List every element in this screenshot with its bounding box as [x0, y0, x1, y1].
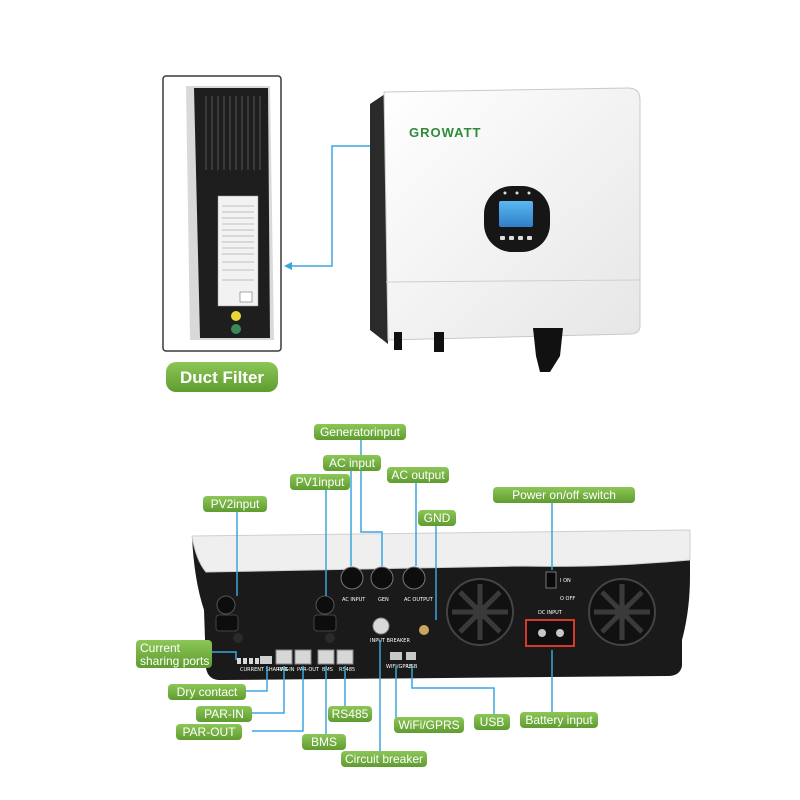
- label-current-sharing-line2: sharing ports: [140, 654, 209, 668]
- svg-text:BMS: BMS: [322, 667, 333, 673]
- svg-text:I ON: I ON: [560, 578, 571, 584]
- svg-text:PV2input: PV2input: [211, 497, 260, 511]
- svg-text:PAR-IN: PAR-IN: [204, 707, 244, 721]
- label-generator-input: Generatorinput: [314, 424, 406, 440]
- svg-text:AC input: AC input: [329, 456, 376, 470]
- duct-pointer-line: [286, 145, 380, 267]
- svg-text:PAR-OUT: PAR-OUT: [297, 667, 320, 673]
- label-circuit-breaker: Circuit breaker: [341, 751, 427, 767]
- callout-labels: Generatorinput AC input AC output PV1inp…: [136, 424, 635, 767]
- label-bms: BMS: [302, 734, 346, 750]
- label-rs485: RS485: [328, 706, 372, 722]
- svg-text:PAR-OUT: PAR-OUT: [182, 725, 236, 739]
- duct-filter-text: Duct Filter: [180, 368, 264, 387]
- fan-left-icon: [446, 578, 514, 646]
- label-pv2-input: PV2input: [203, 496, 267, 512]
- pv1-connector: [313, 595, 337, 643]
- green-sticker-icon: [231, 324, 241, 334]
- svg-text:WiFi/GPRS: WiFi/GPRS: [398, 718, 459, 732]
- brand-logo-text: GROWATT: [409, 125, 481, 140]
- vent-grille: [205, 96, 261, 170]
- svg-text:RS485: RS485: [339, 667, 355, 673]
- fan-right-icon: [588, 578, 656, 646]
- leader-lines: [212, 439, 553, 758]
- svg-text:PAR-IN: PAR-IN: [278, 667, 295, 673]
- label-current-sharing-line1: Current: [140, 641, 181, 655]
- svg-text:GEN: GEN: [378, 597, 389, 603]
- label-par-out: PAR-OUT: [176, 724, 242, 740]
- ac-input-port: [340, 566, 364, 590]
- dry-contact-port: [260, 656, 272, 664]
- par-out-port: [294, 649, 312, 665]
- svg-text:RS485: RS485: [332, 707, 369, 721]
- label-usb: USB: [474, 714, 510, 730]
- svg-text:AC OUTPUT: AC OUTPUT: [404, 597, 434, 603]
- duct-filter-inset: [162, 75, 282, 352]
- svg-text:INPUT BREAKER: INPUT BREAKER: [370, 638, 410, 644]
- spec-sticker: [217, 195, 259, 307]
- svg-text:DC INPUT: DC INPUT: [538, 610, 563, 616]
- battery-terminal: [525, 619, 575, 647]
- inverter-front: GROWATT: [370, 87, 641, 372]
- label-wifi-gprs: WiFi/GPRS: [394, 717, 464, 733]
- pv2-connector: [215, 595, 243, 643]
- usb-port: [406, 652, 416, 660]
- duct-filter-label: Duct Filter: [166, 362, 278, 392]
- bms-port: [317, 649, 335, 665]
- label-gnd: GND: [418, 510, 456, 526]
- svg-text:WIFI/GPRS: WIFI/GPRS: [386, 664, 412, 670]
- svg-text:Battery input: Battery input: [525, 713, 593, 727]
- svg-text:Circuit breaker: Circuit breaker: [345, 752, 423, 766]
- svg-text:Dry contact: Dry contact: [177, 685, 238, 699]
- yellow-sticker-icon: [231, 311, 241, 321]
- svg-text:O OFF: O OFF: [560, 596, 575, 602]
- label-par-in: PAR-IN: [196, 706, 252, 722]
- arrow-left-icon: [284, 262, 292, 270]
- gen-port: [370, 566, 394, 590]
- label-pv1-input: PV1input: [290, 474, 350, 490]
- label-current-sharing: Current sharing ports: [136, 640, 212, 668]
- lcd-screen: [499, 201, 533, 227]
- power-switch: [545, 571, 557, 589]
- svg-text:CURRENT SHARING: CURRENT SHARING: [240, 667, 289, 673]
- svg-text:PV1input: PV1input: [296, 475, 345, 489]
- wifi-port: [390, 652, 402, 660]
- label-ac-input: AC input: [323, 455, 381, 471]
- rs485-port: [336, 649, 354, 665]
- gnd-terminal: [419, 625, 429, 635]
- inverter-bottom: AC INPUT GEN AC OUTPUT INPUT BREAKER I O…: [191, 529, 691, 680]
- svg-text:BMS: BMS: [311, 735, 337, 749]
- svg-text:AC INPUT: AC INPUT: [342, 597, 366, 603]
- label-battery-input: Battery input: [520, 712, 598, 728]
- label-ac-output: AC output: [387, 467, 449, 483]
- svg-text:Power on/off switch: Power on/off switch: [512, 488, 616, 502]
- svg-text:AC output: AC output: [391, 468, 445, 482]
- par-in-port: [275, 649, 293, 665]
- svg-text:USB: USB: [480, 715, 505, 729]
- current-sharing-block: [237, 658, 259, 664]
- label-power-switch: Power on/off switch: [493, 487, 635, 503]
- input-breaker: [372, 617, 390, 635]
- label-dry-contact: Dry contact: [168, 684, 246, 700]
- svg-text:GND: GND: [424, 511, 451, 525]
- svg-text:Generatorinput: Generatorinput: [320, 425, 401, 439]
- ac-output-port: [402, 566, 426, 590]
